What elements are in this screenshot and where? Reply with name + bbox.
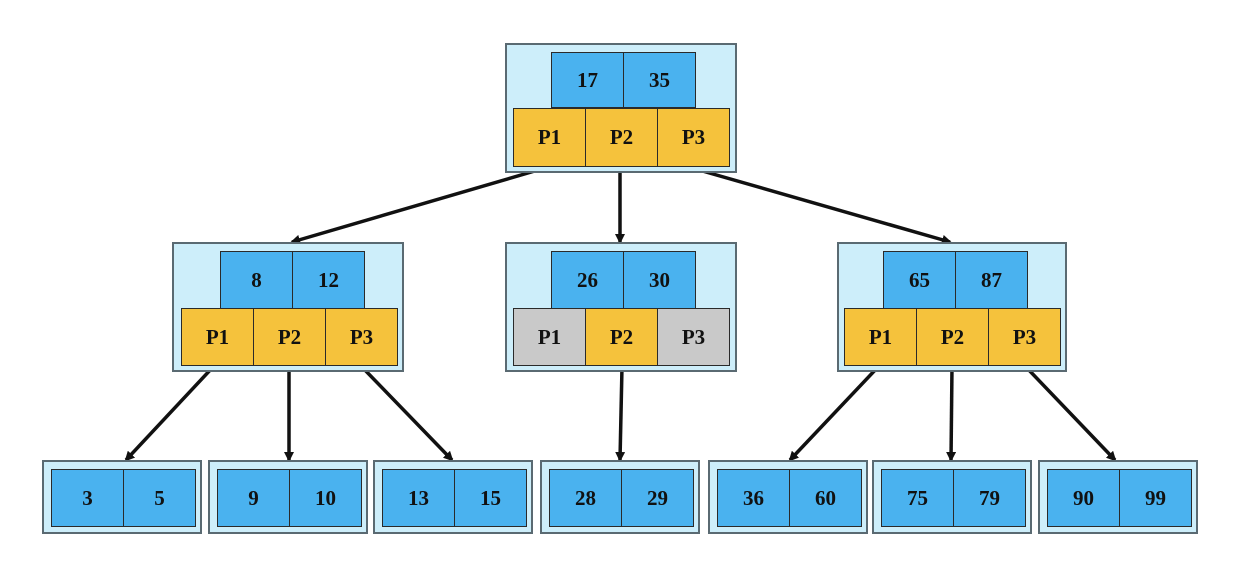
internal-2-pointer-p1: P1 xyxy=(513,308,586,366)
internal-3-pointer-p2: P2 xyxy=(916,308,989,366)
internal-3-key-1: 65 xyxy=(883,251,956,309)
internal-1-key-2: 12 xyxy=(292,251,365,309)
leaf-1-key-1: 3 xyxy=(51,469,124,527)
internal-2-pointer-p2: P2 xyxy=(585,308,658,366)
leaf-4-key-2: 29 xyxy=(621,469,694,527)
leaf-node-3: 13 15 xyxy=(373,460,533,534)
leaf-node-6: 75 79 xyxy=(872,460,1032,534)
root-pointer-p2: P2 xyxy=(585,108,658,167)
leaf-7-key-1: 90 xyxy=(1047,469,1120,527)
root-key-2: 35 xyxy=(623,52,696,108)
leaf-node-1: 3 5 xyxy=(42,460,202,534)
arrow-internal-1-p1 xyxy=(124,365,215,462)
internal-2-key-1: 26 xyxy=(551,251,624,309)
root-pointer-p1: P1 xyxy=(513,108,586,167)
internal-3-pointer-p3: P3 xyxy=(988,308,1061,366)
internal-1-key-1: 8 xyxy=(220,251,293,309)
internal-1-pointer-p3: P3 xyxy=(325,308,398,366)
arrow-internal-3-p1 xyxy=(788,365,880,462)
arrow-root-p1 xyxy=(290,166,546,245)
leaf-6-key-2: 79 xyxy=(953,469,1026,527)
leaf-4-key-1: 28 xyxy=(549,469,622,527)
leaf-5-key-2: 60 xyxy=(789,469,862,527)
internal-2-pointer-p3: P3 xyxy=(657,308,730,366)
leaf-2-key-1: 9 xyxy=(217,469,290,527)
arrow-internal-1-p3 xyxy=(360,365,454,462)
leaf-3-key-1: 13 xyxy=(382,469,455,527)
arrow-internal-3-p3 xyxy=(1024,365,1117,462)
leaf-5-key-1: 36 xyxy=(717,469,790,527)
arrow-internal-3-p2 xyxy=(946,366,957,462)
leaf-node-2: 9 10 xyxy=(208,460,368,534)
leaf-node-4: 28 29 xyxy=(540,460,700,534)
internal-2-key-2: 30 xyxy=(623,251,696,309)
internal-1-pointer-p1: P1 xyxy=(181,308,254,366)
leaf-1-key-2: 5 xyxy=(123,469,196,527)
arrow-internal-2-p2 xyxy=(615,366,626,462)
root-node: 17 35 P1 P2 P3 xyxy=(505,43,737,173)
leaf-7-key-2: 99 xyxy=(1119,469,1192,527)
internal-node-2: 26 30 P1 P2 P3 xyxy=(505,242,737,372)
root-key-1: 17 xyxy=(551,52,624,108)
root-pointer-p3: P3 xyxy=(657,108,730,167)
internal-node-3: 65 87 P1 P2 P3 xyxy=(837,242,1067,372)
internal-3-pointer-p1: P1 xyxy=(844,308,917,366)
leaf-2-key-2: 10 xyxy=(289,469,362,527)
internal-3-key-2: 87 xyxy=(955,251,1028,309)
leaf-6-key-1: 75 xyxy=(881,469,954,527)
leaf-node-7: 90 99 xyxy=(1038,460,1198,534)
leaf-node-5: 36 60 xyxy=(708,460,868,534)
internal-1-pointer-p2: P2 xyxy=(253,308,326,366)
leaf-3-key-2: 15 xyxy=(454,469,527,527)
internal-node-1: 8 12 P1 P2 P3 xyxy=(172,242,404,372)
arrow-root-p3 xyxy=(691,166,952,245)
